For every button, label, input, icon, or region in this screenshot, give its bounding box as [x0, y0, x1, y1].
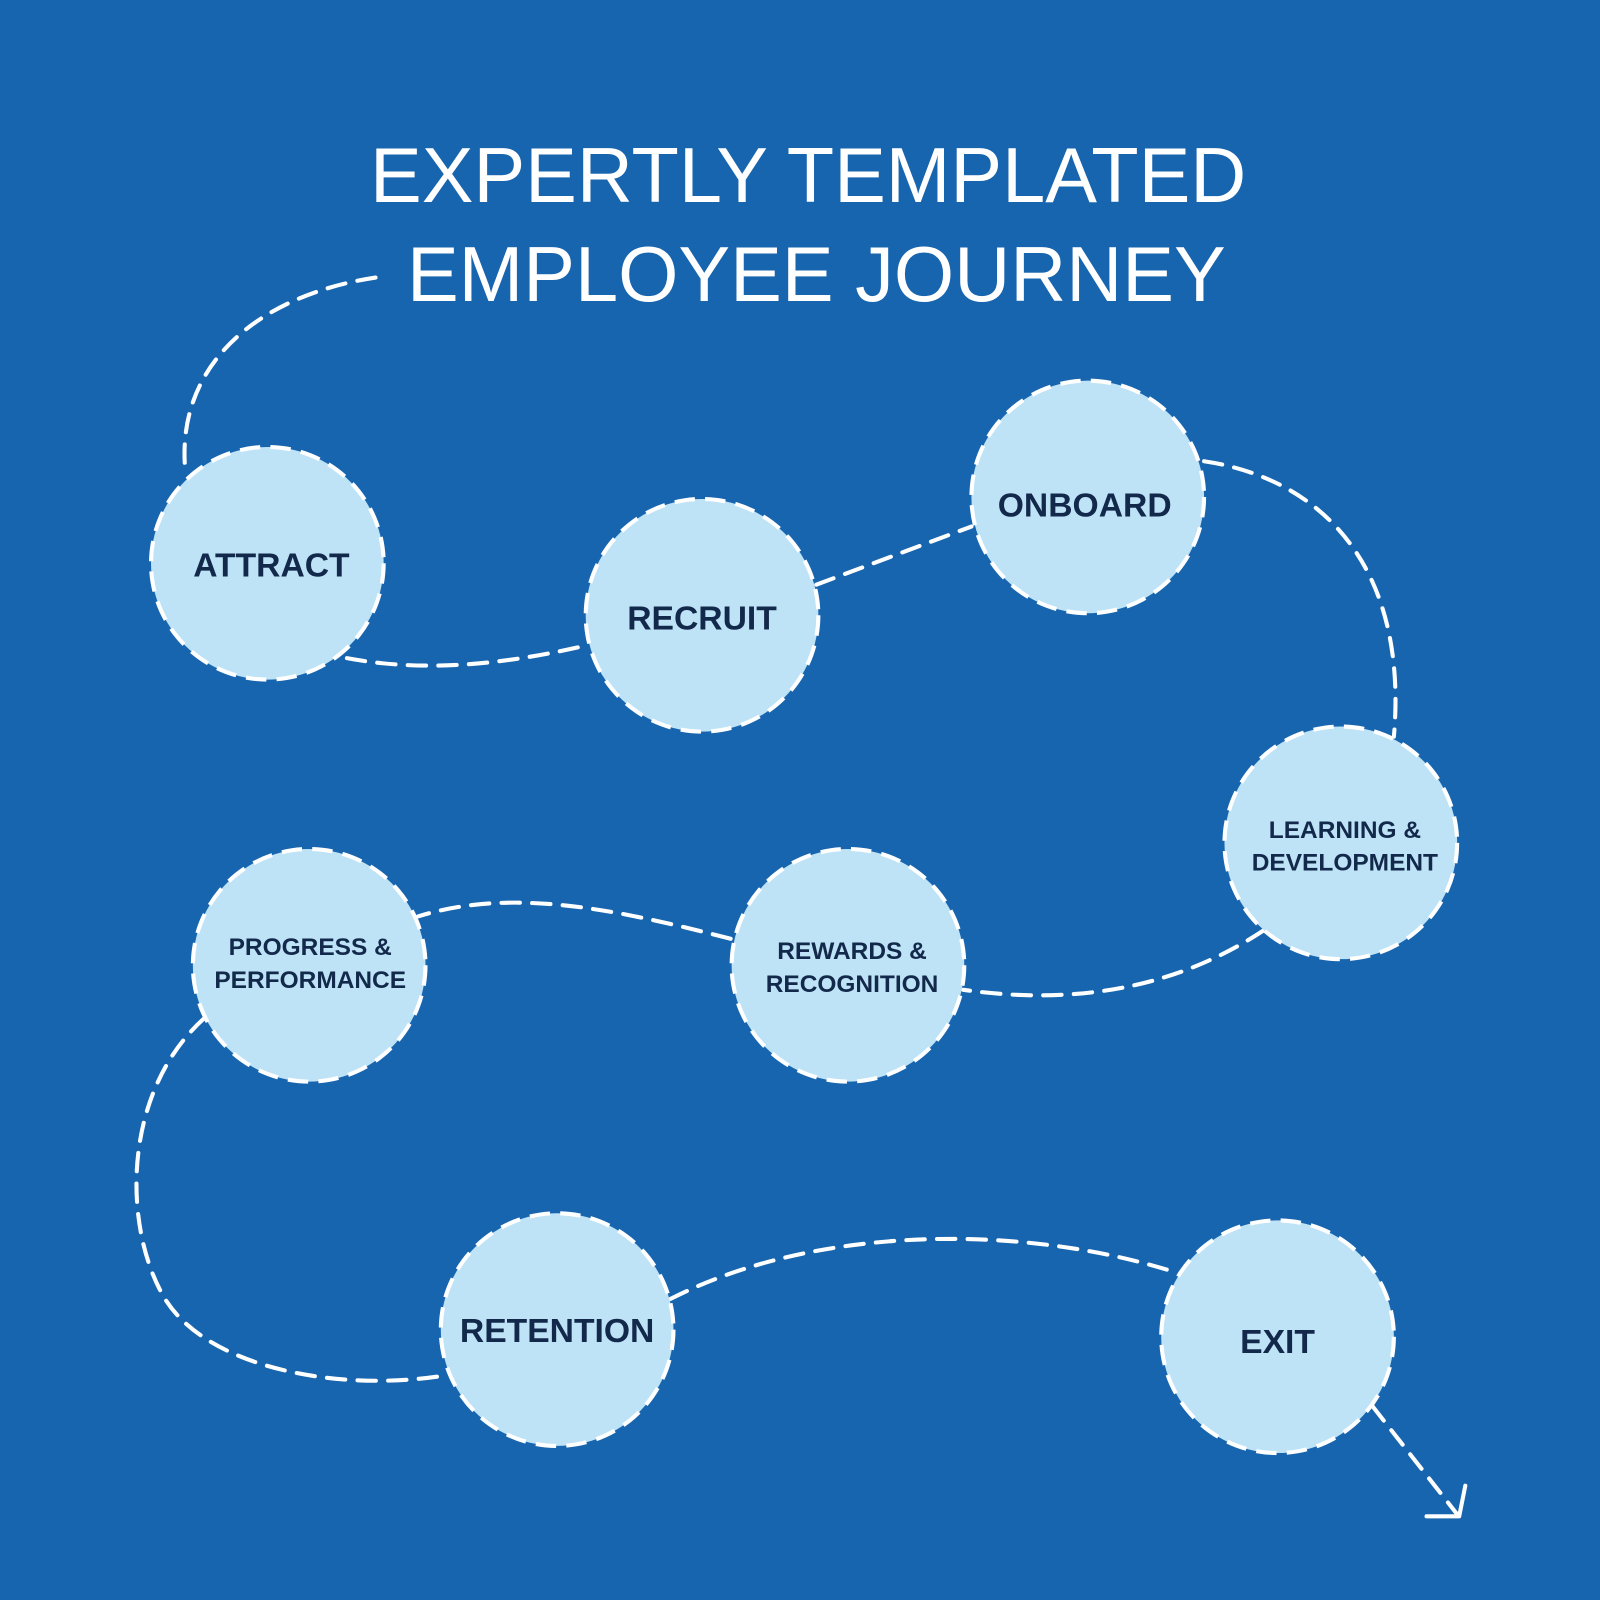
path-retention-exit [668, 1236, 1172, 1302]
path-learning-rewards [961, 928, 1266, 998]
stage-exit: EXIT [1159, 1218, 1396, 1456]
stage-retention: RETENTION [438, 1211, 676, 1448]
stage-label: ATTRACT [193, 548, 350, 585]
path-exit-arrow [1370, 1404, 1460, 1517]
stage-label-line-1: REWARDS & [777, 938, 927, 965]
stage-progress-performance: PROGRESS & PERFORMANCE [190, 846, 428, 1084]
path-attract-recruit [344, 642, 591, 668]
stage-onboard: ONBOARD [969, 378, 1207, 616]
stage-label: EXIT [1240, 1324, 1315, 1361]
stage-label-line-1: LEARNING & [1269, 817, 1421, 844]
stage-label-line-2: DEVELOPMENT [1252, 849, 1438, 876]
path-progress-retention [134, 1016, 447, 1383]
path-recruit-onboard [814, 524, 974, 587]
path-rewards-progress [416, 900, 733, 941]
stage-label-line-1: PROGRESS & [229, 934, 392, 961]
stage-learning-development: LEARNING & DEVELOPMENT [1222, 724, 1460, 962]
stage-label: RECRUIT [627, 601, 777, 638]
journey-path [134, 275, 1468, 1519]
stage-recruit: RECRUIT [583, 496, 821, 734]
stage-label: ONBOARD [998, 487, 1172, 524]
stage-label-line-2: PERFORMANCE [214, 967, 406, 994]
stage-label-line-2: RECOGNITION [766, 971, 939, 998]
stage-attract: ATTRACT [148, 444, 386, 682]
path-onboard-learning [1202, 459, 1398, 739]
stage-label: RETENTION [460, 1313, 654, 1350]
title-line-2: EMPLOYEE JOURNEY [407, 232, 1226, 318]
arrowhead-icon [1424, 1483, 1468, 1519]
path-start [182, 275, 378, 477]
stage-rewards-recognition: REWARDS & RECOGNITION [729, 846, 967, 1084]
title-line-1: EXPERTLY TEMPLATED [370, 133, 1246, 219]
